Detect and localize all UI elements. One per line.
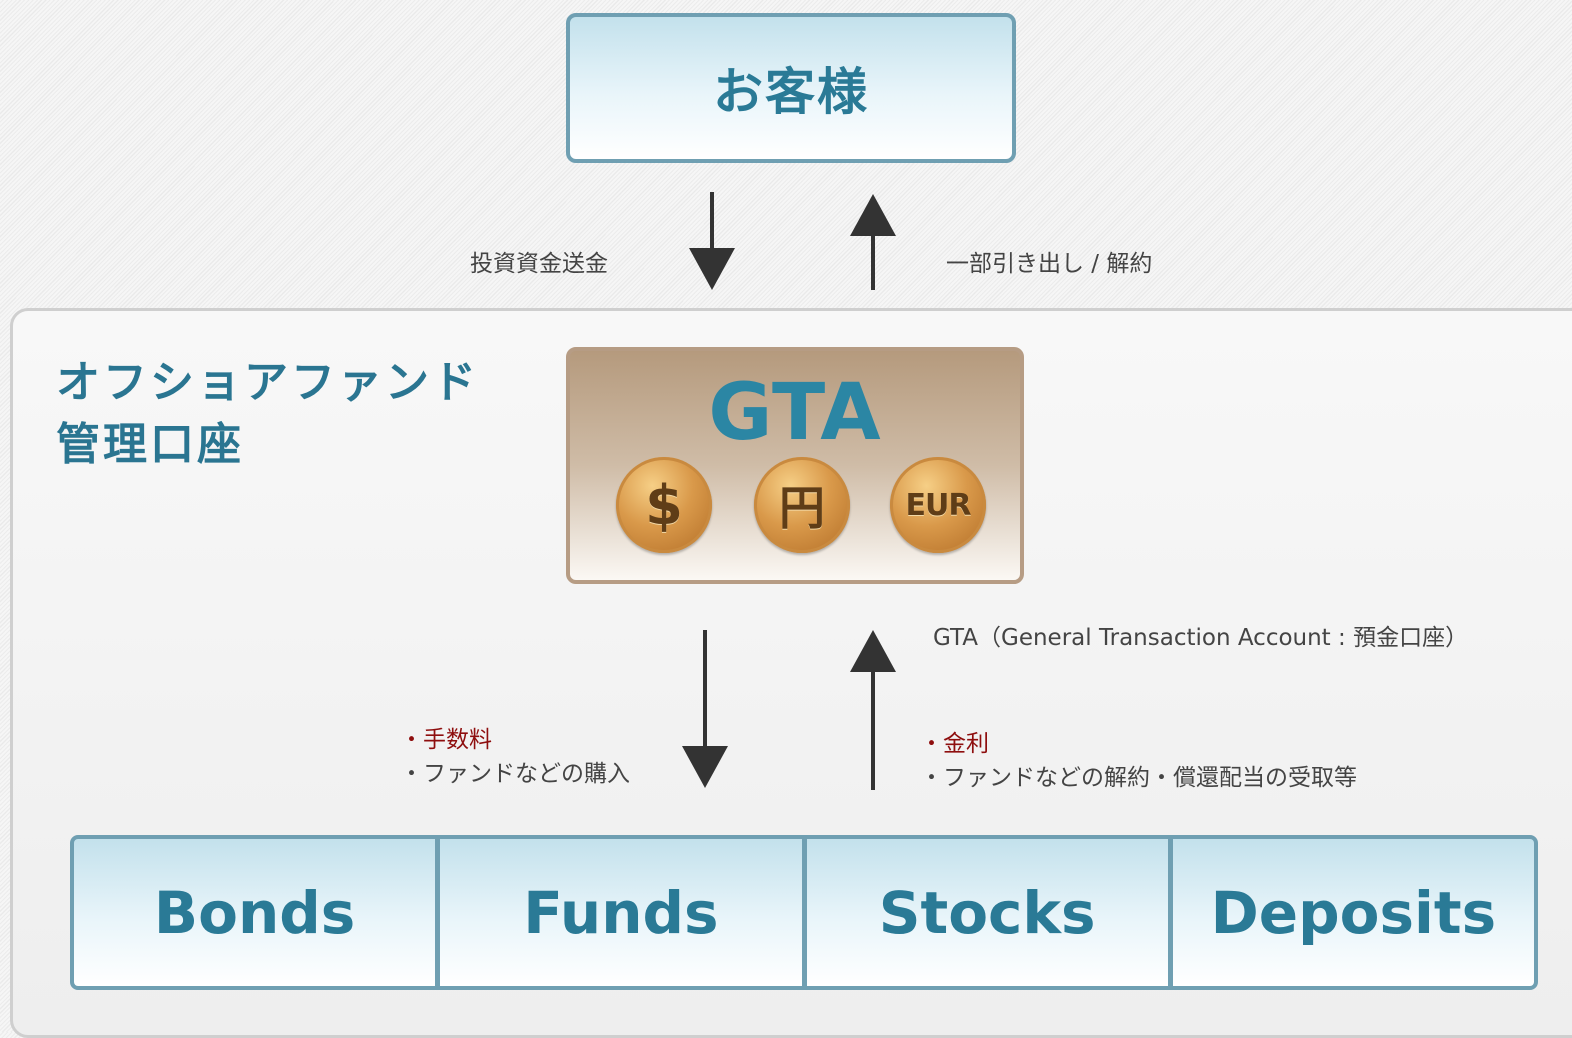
product-bonds: Bonds	[74, 839, 441, 986]
arrow-down-icon	[682, 630, 728, 788]
gta-box: GTA $ 円 EUR	[566, 347, 1024, 584]
product-funds: Funds	[440, 839, 807, 986]
arrow-up-icon	[850, 194, 896, 290]
gta-label: GTA	[708, 368, 882, 458]
inflow-notes: ・金利 ・ファンドなどの解約・償還配当の受取等	[920, 727, 1357, 795]
withdrawal-label: 一部引き出し / 解約	[946, 251, 1153, 277]
note-redemption: ・ファンドなどの解約・償還配当の受取等	[920, 765, 1357, 791]
dollar-coin-icon: $	[616, 457, 712, 553]
products-row: Bonds Funds Stocks Deposits	[70, 835, 1538, 990]
arrow-down-icon	[689, 192, 735, 290]
note-interest: ・金利	[920, 731, 989, 757]
gta-description: GTA（General Transaction Account : 預金口座）	[933, 625, 1469, 651]
euro-coin-icon: EUR	[890, 457, 986, 553]
outflow-notes: ・手数料 ・ファンドなどの購入	[400, 723, 630, 791]
note-fees: ・手数料	[400, 727, 492, 753]
arrow-up-icon	[850, 630, 896, 790]
customer-box: お客様	[566, 13, 1016, 163]
customer-label: お客様	[713, 63, 869, 121]
product-deposits: Deposits	[1210, 878, 1497, 947]
note-fund-purchase: ・ファンドなどの購入	[400, 761, 630, 787]
account-title-line1: オフショアファンド	[56, 357, 479, 408]
remittance-label: 投資資金送金	[470, 251, 608, 277]
product-stocks: Stocks	[807, 839, 1173, 986]
account-title: オフショアファンド 管理口座	[56, 352, 516, 476]
yen-coin-icon: 円	[754, 457, 850, 553]
account-title-line2: 管理口座	[56, 419, 244, 470]
